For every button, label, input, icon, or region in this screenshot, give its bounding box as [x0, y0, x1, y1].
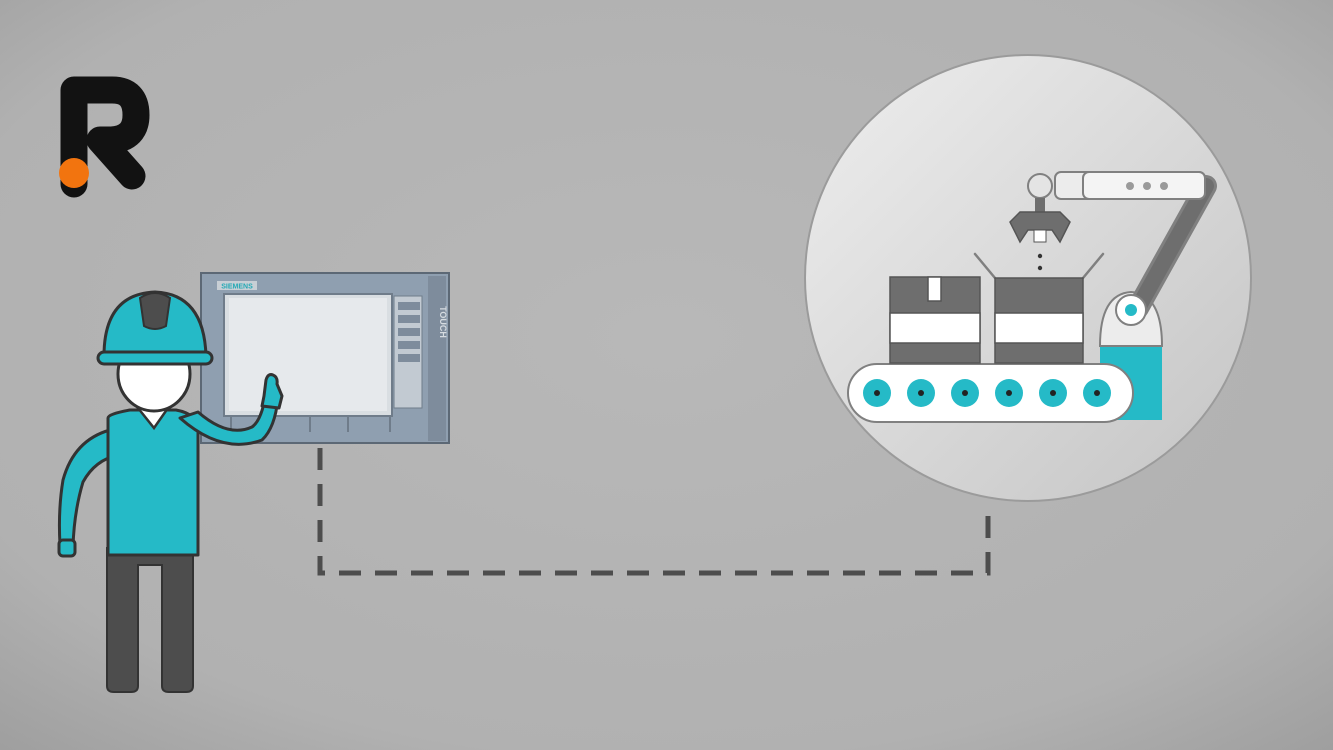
conveyor-rollers — [863, 379, 1111, 407]
panel-brand-plate — [217, 281, 257, 290]
operator-right-hand — [260, 373, 284, 410]
operator-with-helmet-icon — [57, 290, 284, 693]
panel-model-label: TOUCH — [438, 306, 448, 338]
panel-keys-column — [393, 295, 423, 409]
panel-key — [398, 328, 420, 336]
panel-key — [398, 341, 420, 349]
panel-key — [398, 315, 420, 323]
panel-key — [398, 302, 420, 310]
panel-key — [398, 354, 420, 362]
panel-screen-inner — [229, 298, 387, 411]
conveyor-belt — [847, 363, 1134, 423]
panel-side — [428, 276, 446, 441]
closed-box — [889, 276, 981, 364]
robot-gripper — [1009, 211, 1071, 244]
operator-helmet-ridge — [138, 292, 172, 330]
robot-wrist — [1027, 173, 1053, 199]
operator-left-hand — [57, 538, 77, 558]
brand-logo-r-icon — [59, 76, 150, 198]
logo-dot — [59, 158, 89, 188]
operator-torso — [106, 408, 200, 557]
operator-helmet-brim — [96, 350, 214, 366]
robotic-production-line-icon — [804, 54, 1252, 502]
open-box — [973, 252, 1105, 364]
operator-legs — [106, 547, 194, 693]
hmi-touch-panel: SIEMENS TOUCH — [200, 272, 450, 444]
robot-joint-core — [1125, 304, 1137, 316]
panel-brand-label: SIEMENS — [221, 284, 253, 291]
